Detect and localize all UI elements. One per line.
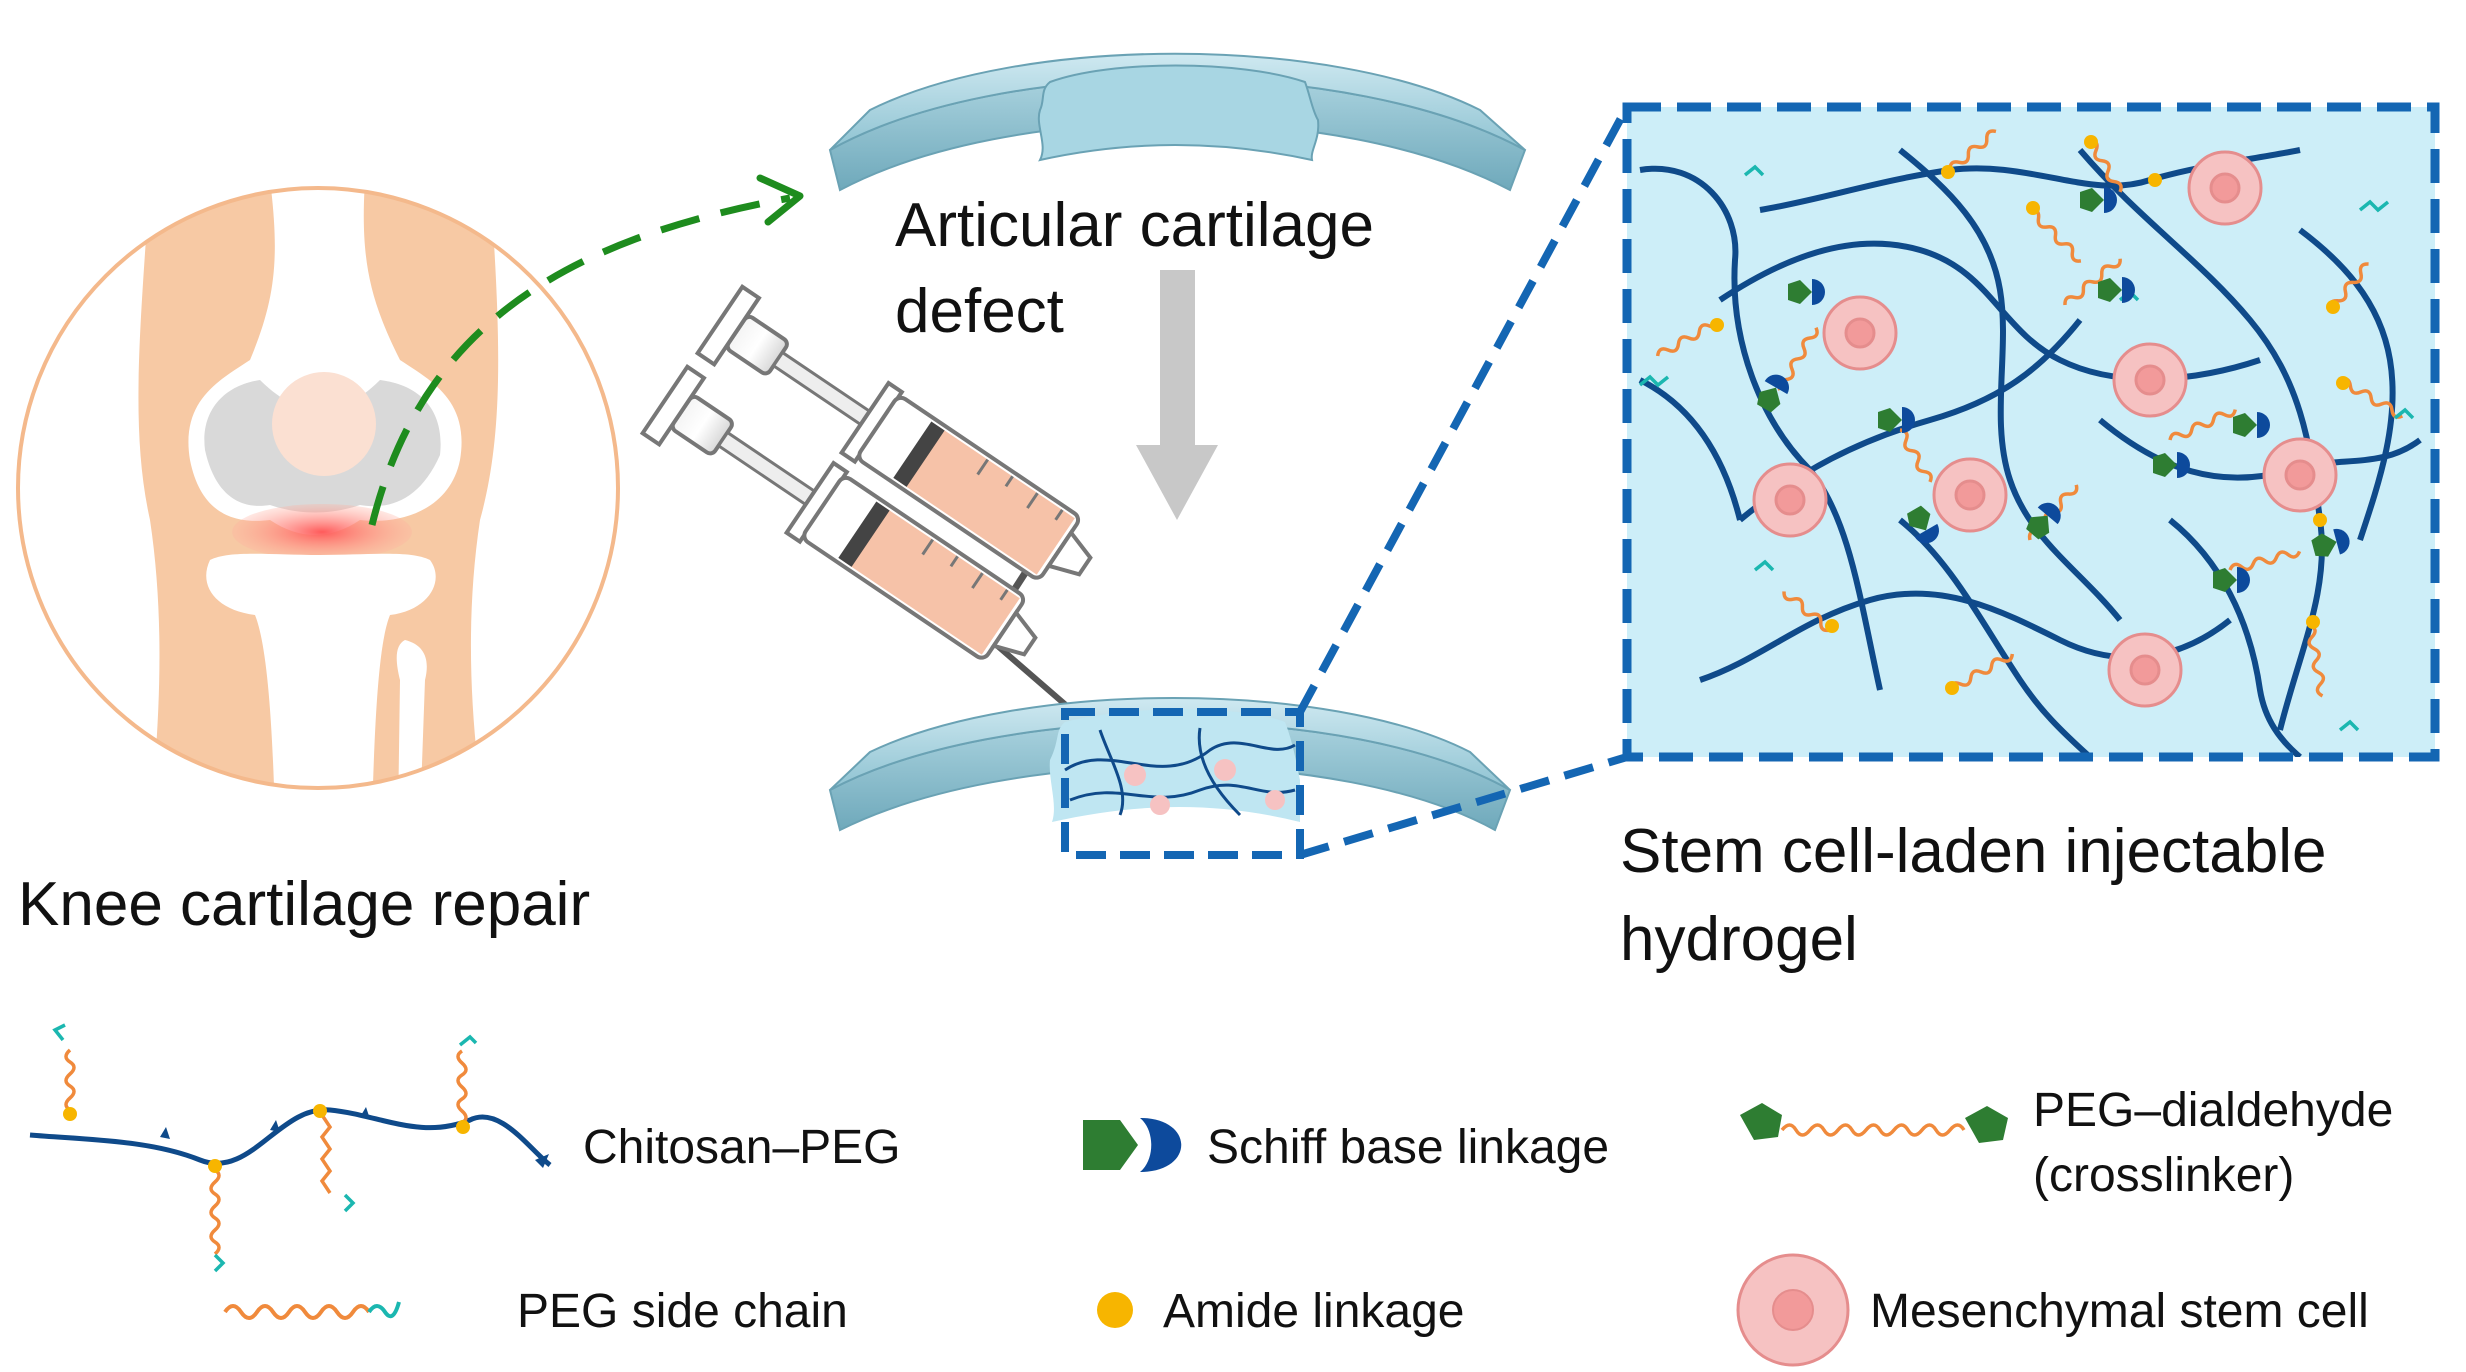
legend-msc-label: Mesenchymal stem cell: [1870, 1285, 2369, 1338]
tibia-bone: [206, 553, 436, 788]
knee-illustration: [16, 186, 620, 790]
zoom-amide-dots: [1710, 135, 2350, 695]
inflamed-area: [232, 504, 412, 560]
cartilage-defect-illustration: [828, 52, 1527, 192]
legend-msc-icon: [1736, 1253, 1850, 1367]
legend-peg-dialdehyde-icon: [1740, 1103, 2008, 1143]
zoom-arrow-green: [368, 174, 804, 526]
label-hydrogel-line1: Stem cell-laden injectable: [1620, 817, 2327, 886]
legend-peg-dialdehyde-label-line2: (crosslinker): [2033, 1149, 2294, 1202]
fibula-bone: [396, 640, 427, 788]
label-knee: Knee cartilage repair: [18, 870, 590, 939]
legend-schiff-base-label: Schiff base linkage: [1207, 1121, 1609, 1174]
zoom-source-box: [1061, 708, 1304, 859]
label-hydrogel-line2: hydrogel: [1620, 905, 1858, 974]
label-defect-line2: defect: [895, 277, 1064, 346]
legend-peg-side-chain-label: PEG side chain: [517, 1285, 848, 1338]
legend-peg-side-chain-icon: [223, 1301, 401, 1320]
legend-chitosan-peg-icon: [29, 1023, 552, 1273]
zoom-connector-bottom: [1298, 753, 1629, 859]
dual-syringe: [639, 284, 1152, 781]
zoom-stem-cells: [1752, 150, 2338, 708]
defect-cavity: [1037, 64, 1320, 162]
legend-chitosan-peg-label: Chitosan–PEG: [583, 1121, 901, 1174]
zoom-schiff-bases: [1757, 187, 2350, 593]
legend: Chitosan–PEG Schiff base linkage PEG–dia…: [29, 1023, 2393, 1367]
zoom-connector-top: [1296, 105, 1631, 714]
legend-schiff-base-icon: [1083, 1118, 1182, 1172]
legend-amide-label: Amide linkage: [1163, 1285, 1465, 1338]
legend-amide-icon: [1097, 1292, 1133, 1328]
process-arrow: [1136, 270, 1218, 520]
label-defect-line1: Articular cartilage: [895, 191, 1374, 260]
cartilage-filled-illustration: [828, 697, 1512, 859]
legend-peg-dialdehyde-label-line1: PEG–dialdehyde: [2033, 1084, 2393, 1137]
patella: [272, 372, 376, 476]
hydrogel-network-zoom: [1622, 102, 2440, 762]
